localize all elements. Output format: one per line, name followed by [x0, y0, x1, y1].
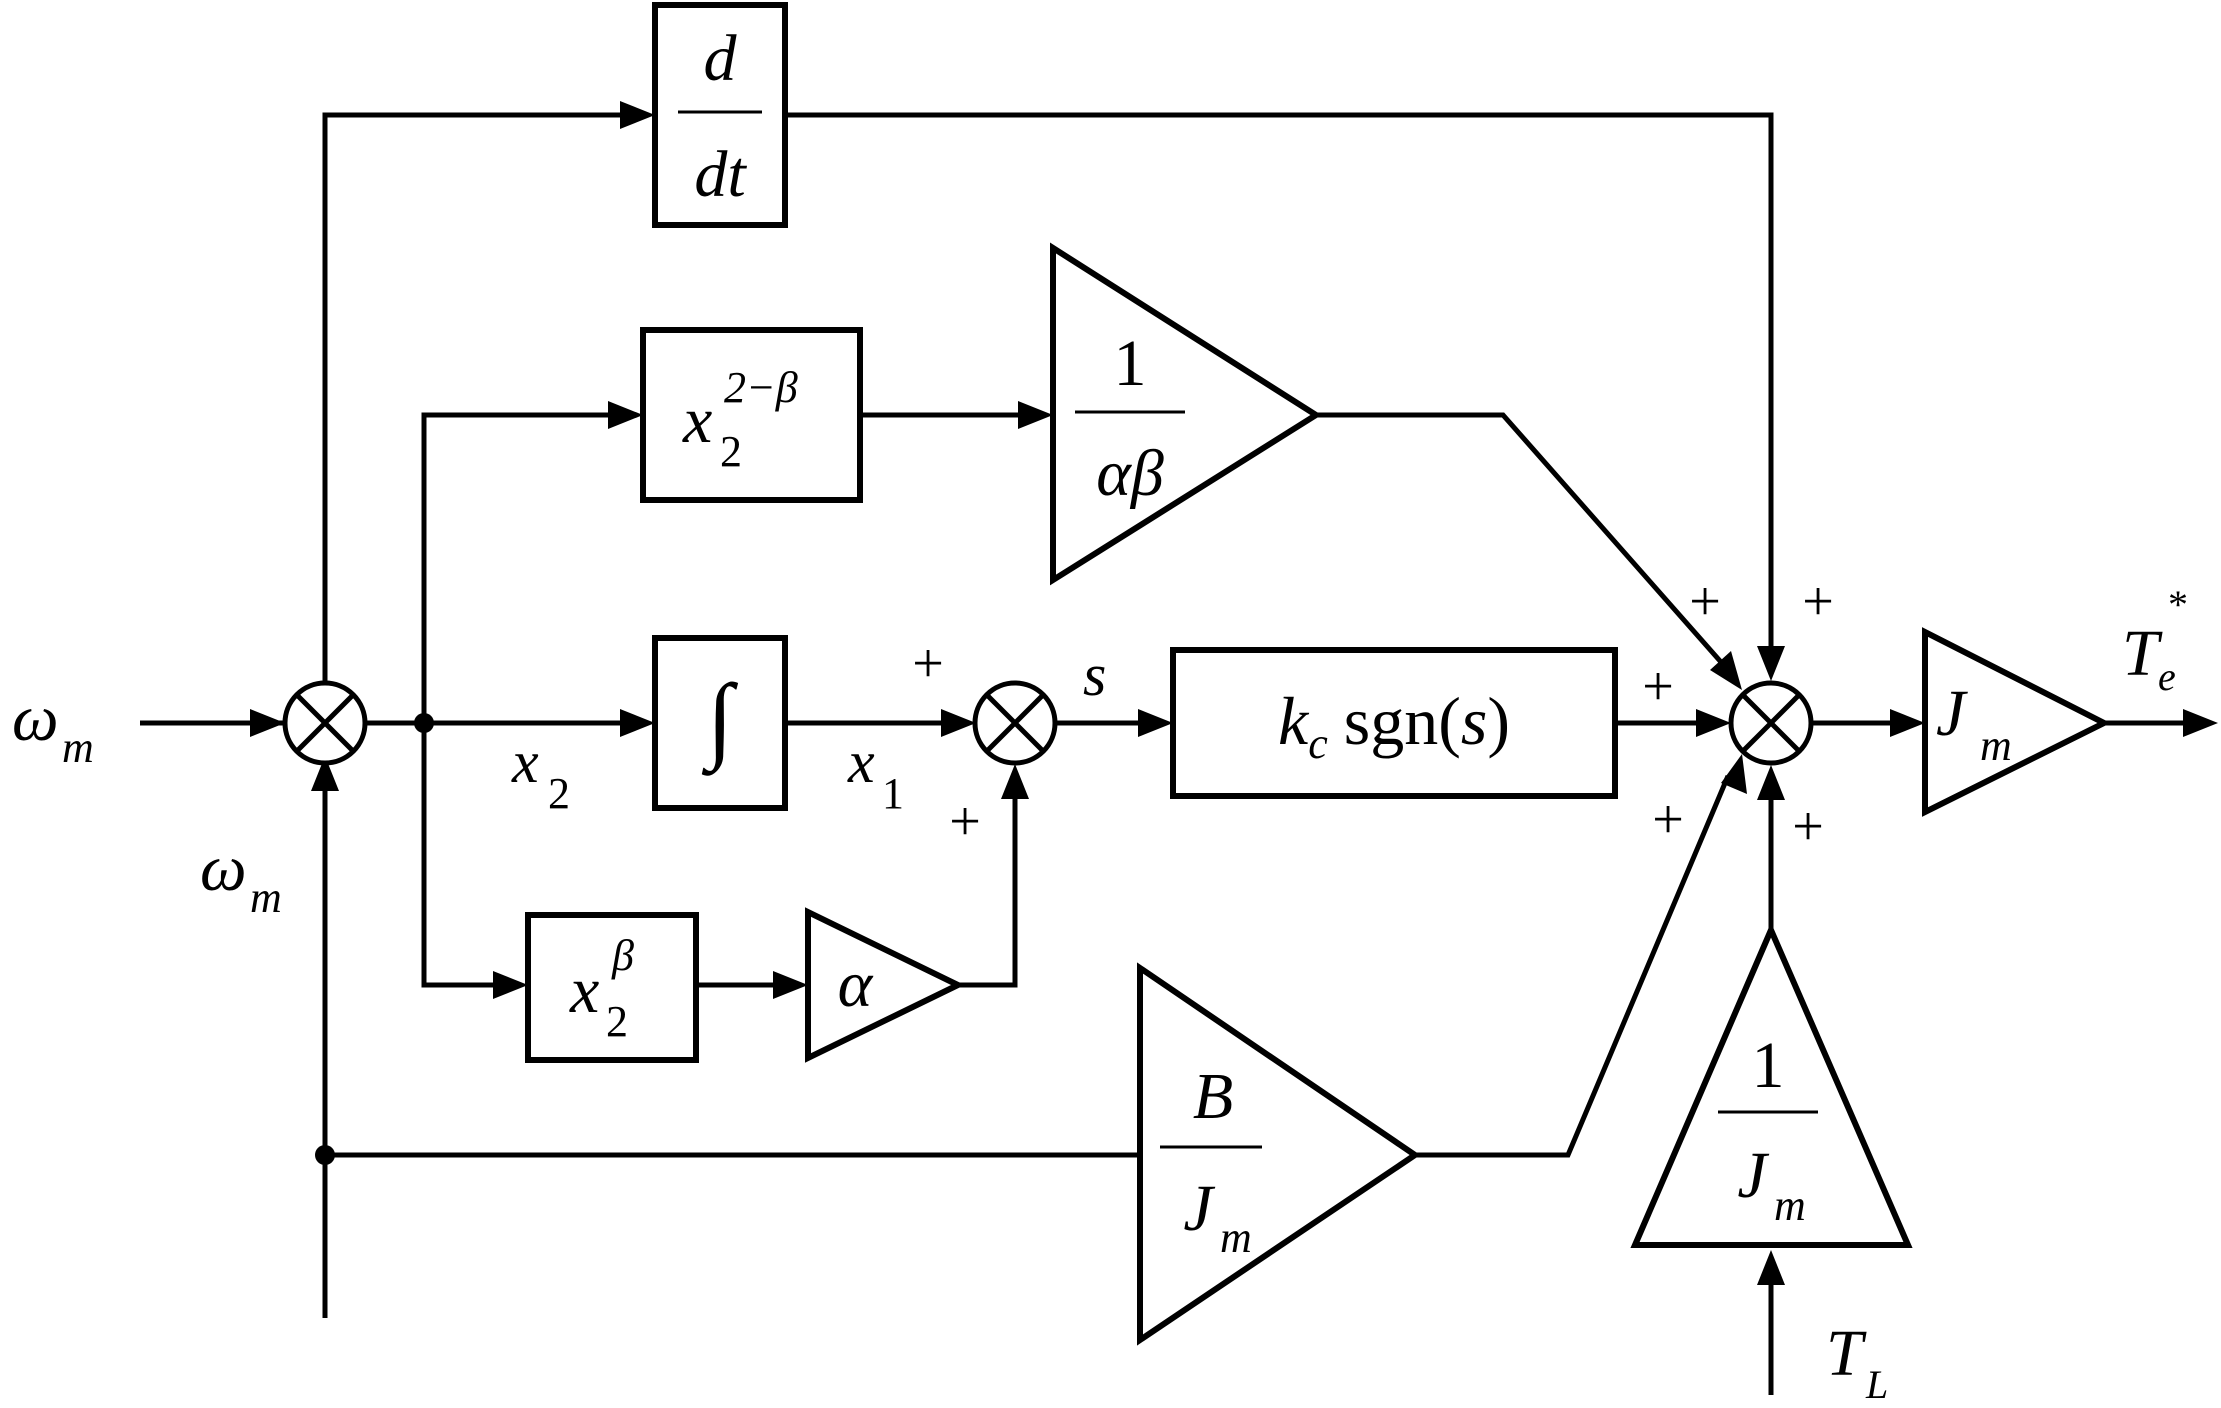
sign-sum3-left: +: [1642, 656, 1674, 718]
wire-x2-to-power-beta: [421, 723, 505, 988]
arrowheads: [250, 101, 2218, 1285]
arrow-feedback-to-sum1: [311, 756, 339, 791]
label-input-speed-sub: m: [62, 723, 94, 772]
sign-arg: s: [1461, 683, 1487, 759]
label-x1-sub: 1: [882, 769, 904, 818]
sign-sum3-diag-bottom: +: [1652, 789, 1684, 851]
label-input-speed: ω: [12, 682, 59, 755]
label-s: s: [1083, 642, 1106, 708]
arrow-inv-alpha-beta-to-sum3: [1710, 651, 1742, 690]
gain-alpha-label: α: [838, 948, 874, 1021]
sign-function-block: kc sgn(s): [1170, 647, 1618, 799]
arrow-load-in: [1757, 1250, 1785, 1285]
gain-b-over-jm: B J m: [1137, 962, 1421, 1346]
junction-feedback: [315, 1145, 335, 1165]
output-gain-jm: J m: [1922, 627, 2111, 817]
gain-inv-jm-den: J: [1737, 1139, 1769, 1212]
label-load-torque: T: [1826, 1317, 1867, 1390]
arrow-b-over-j-to-sum3: [1721, 754, 1747, 794]
label-x1: x: [847, 729, 875, 795]
sign-sum3-bottom: +: [1792, 796, 1824, 858]
wire-sum1-to-derivative: [322, 112, 632, 693]
gain-b-over-jm-den: J: [1183, 1172, 1215, 1245]
wires: [140, 112, 2190, 1395]
label-output-torque-sup: *: [2168, 582, 2188, 627]
sign-func: sgn(: [1344, 683, 1461, 759]
arrow-jm-in: [1890, 709, 1925, 737]
gain-inv-alpha-beta: 1 αβ: [1050, 242, 1322, 586]
gain-b-over-jm-den-sub: m: [1220, 1213, 1252, 1262]
arrow-alpha-in: [773, 971, 808, 999]
integrator-symbol: ∫: [701, 664, 739, 776]
summing-junction-3: [1728, 680, 1814, 766]
power-beta-exp: β: [611, 931, 634, 980]
wire-alpha-to-sum2: [958, 785, 1018, 988]
wire-derivative-to-sum3: [785, 112, 1774, 660]
power-2-minus-beta-base: x: [682, 384, 712, 457]
gain-inv-alpha-beta-den: αβ: [1096, 437, 1164, 510]
arrow-input: [250, 709, 285, 737]
arrow-power-2-beta-in: [608, 401, 643, 429]
power-2-minus-beta-block: x 2 2−β: [640, 327, 863, 503]
gain-alpha: α: [805, 907, 965, 1063]
label-feedback-speed: ω: [200, 832, 247, 905]
label-x2: x: [511, 729, 539, 795]
sign-coef: k: [1278, 683, 1310, 759]
arrow-sign-to-sum3: [1696, 709, 1731, 737]
junction-x2: [414, 713, 434, 733]
gain-inv-jm: 1 J m: [1630, 922, 1913, 1248]
sign-close: ): [1487, 683, 1510, 759]
summing-junction-1: [282, 680, 368, 766]
gain-inv-jm-num: 1: [1752, 1029, 1785, 1102]
sign-function-label: kc sgn(s): [1278, 683, 1510, 768]
sign-sum2-bottom: +: [949, 791, 981, 853]
wire-x2-to-power-2-beta: [421, 412, 620, 723]
wire-b-over-j-to-sum3: [1415, 775, 1731, 1158]
label-output-torque-sub: e: [2158, 654, 2176, 699]
arrow-alpha-to-sum2: [1001, 764, 1029, 799]
power-2-minus-beta-sub: 2: [720, 427, 742, 476]
sign-coef-sub: c: [1308, 719, 1328, 768]
arrow-output: [2183, 709, 2218, 737]
power-beta-block: x 2 β: [525, 912, 699, 1063]
sign-sum3-diag-top: +: [1689, 571, 1721, 633]
derivative-num: d: [704, 22, 738, 95]
gain-b-over-jm-num: B: [1193, 1060, 1233, 1133]
power-beta-sub: 2: [606, 997, 628, 1046]
arrow-derivative-to-sum3: [1757, 646, 1785, 681]
power-beta-base: x: [569, 954, 599, 1027]
sign-sum3-top: +: [1802, 571, 1834, 633]
arrow-s-to-sign: [1138, 709, 1173, 737]
label-x2-sub: 2: [548, 769, 570, 818]
arrow-derivative-in: [620, 101, 655, 129]
power-2-minus-beta-exp: 2−β: [724, 363, 798, 412]
arrow-gain-inv-alpha-beta-in: [1018, 401, 1053, 429]
derivative-den: dt: [694, 138, 747, 211]
arrow-x1-to-sum2: [941, 709, 976, 737]
derivative-block: d dt: [652, 2, 788, 228]
label-feedback-speed-sub: m: [250, 873, 282, 922]
sign-sum2-top: +: [912, 633, 944, 695]
label-load-torque-sub: L: [1865, 1362, 1888, 1407]
arrow-x2-to-integrator: [620, 709, 655, 737]
output-gain-sub: m: [1980, 721, 2012, 770]
arrow-inv-j-to-sum3: [1757, 765, 1785, 800]
wire-inv-alpha-beta-to-sum3: [1316, 412, 1730, 672]
gain-inv-alpha-beta-num: 1: [1114, 327, 1147, 400]
summing-junction-2: [972, 680, 1058, 766]
arrow-power-beta-in: [493, 971, 528, 999]
integrator-block: ∫: [652, 635, 788, 811]
output-gain-base: J: [1936, 677, 1968, 750]
label-output-torque: T: [2122, 617, 2163, 690]
gain-inv-jm-den-sub: m: [1774, 1181, 1806, 1230]
